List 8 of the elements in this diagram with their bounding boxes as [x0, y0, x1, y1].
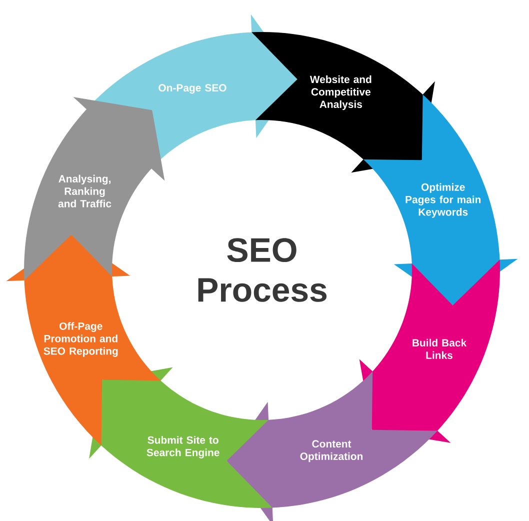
arrow-segment: Optimize Pages for main Keywords [363, 94, 518, 306]
arrow-segment: Website and Competitive Analysis [252, 32, 435, 173]
arrow-segment: Build Back Links [359, 260, 500, 443]
arrow-segment: Submit Site to Search Engine [89, 367, 272, 508]
arrow-segment: Analysing, Ranking and Traffic [24, 97, 165, 280]
center-title: SEO Process [198, 238, 326, 302]
arrow-segment: Content Optimization [226, 371, 438, 521]
arrow-segment: On-Page SEO [86, 14, 298, 169]
